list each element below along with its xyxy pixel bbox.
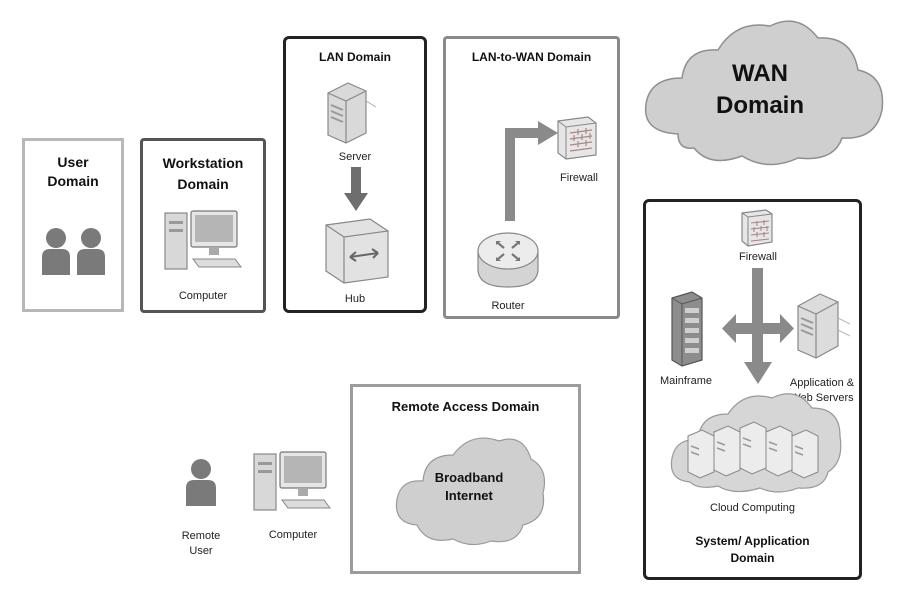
broadband-line2: Internet — [445, 488, 493, 503]
user-domain-title-line2: Domain — [47, 173, 99, 189]
system-app-title-line2: Domain — [730, 551, 775, 565]
workstation-domain-title-line2: Domain — [177, 176, 229, 192]
lan-domain-title: LAN Domain — [319, 50, 391, 64]
remote-user-label: Remote User — [168, 529, 234, 559]
lan-wan-firewall-label: Firewall — [560, 172, 598, 184]
wan-cloud-icon — [644, 20, 884, 166]
router-label: Router — [491, 300, 525, 312]
broadband-internet-label: Broadband Internet — [413, 469, 525, 505]
system-application-domain-title: System/ Application Domain — [646, 533, 859, 567]
lan-domain-box: LAN Domain Server Hub — [283, 36, 427, 313]
system-firewall-label: Firewall — [739, 251, 777, 263]
workstation-domain-title-line1: Workstation — [162, 155, 244, 171]
mainframe-icon — [671, 291, 703, 367]
app-web-servers-line1: Application & — [789, 377, 855, 389]
firewall-icon — [557, 116, 597, 160]
broadband-line1: Broadband — [434, 470, 504, 485]
wan-domain-title: WAN Domain — [690, 58, 830, 122]
user-domain-title: User Domain — [25, 153, 121, 191]
server-icon — [327, 82, 377, 144]
application-server-icon — [797, 293, 851, 359]
remote-user-line2: User — [189, 545, 213, 557]
broadband-cloud-icon — [395, 437, 546, 546]
firewall-icon — [741, 209, 773, 247]
computer-icon — [164, 210, 242, 270]
wan-domain-title-line1: WAN — [732, 60, 788, 87]
workstation-domain-box: Workstation Domain Computer — [140, 138, 266, 313]
hub-icon — [325, 218, 389, 284]
four-way-arrow-icon — [722, 268, 794, 384]
mainframe-label: Mainframe — [660, 375, 712, 387]
user-domain-title-line1: User — [57, 154, 89, 170]
remote-access-domain-box: Remote Access Domain Broadband Internet — [350, 384, 581, 574]
hub-label: Hub — [344, 293, 366, 305]
system-application-domain-box: Firewall Mainframe — [643, 199, 862, 580]
cloud-computing-label: Cloud Computing — [710, 502, 795, 514]
server-label: Server — [338, 151, 372, 163]
workstation-domain-title: Workstation Domain — [143, 153, 263, 195]
computer-icon — [253, 451, 331, 511]
remote-access-domain-title: Remote Access Domain — [391, 399, 540, 414]
cloud-computing-icon — [670, 393, 842, 493]
remote-computer-label: Computer — [268, 529, 318, 541]
system-app-title-line1: System/ Application — [695, 534, 810, 548]
bent-arrow-icon — [505, 121, 558, 221]
wan-domain-title-line2: Domain — [715, 92, 804, 119]
lan-to-wan-domain-title: LAN-to-WAN Domain — [471, 50, 592, 64]
remote-user-icon — [186, 459, 216, 506]
lan-to-wan-domain-box: LAN-to-WAN Domain Firewall Router — [443, 36, 620, 319]
router-icon — [477, 232, 539, 288]
workstation-computer-label: Computer — [178, 290, 228, 302]
remote-user-line1: Remote — [181, 530, 221, 542]
users-icon — [42, 228, 105, 275]
down-arrow-icon — [344, 167, 368, 211]
user-domain-box: User Domain — [22, 138, 124, 312]
